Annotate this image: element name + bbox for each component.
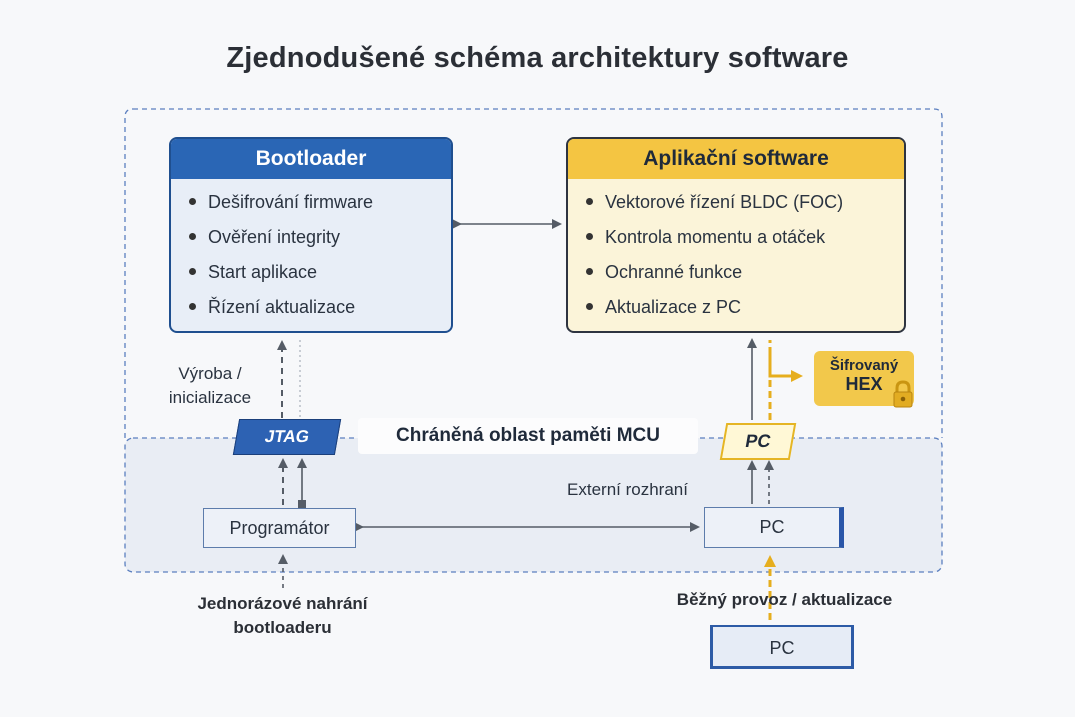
page-title: Zjednodušené schéma architektury softwar… xyxy=(226,42,849,74)
application-list: Vektorové řízení BLDC (FOC) Kontrola mom… xyxy=(568,179,904,325)
application-title: Aplikační software xyxy=(568,139,904,179)
protected-area-label: Chráněná oblast paměti MCU xyxy=(358,418,698,454)
pc-bottom-node: PC xyxy=(710,625,854,669)
list-item: Ochranné funkce xyxy=(586,255,904,290)
external-interface-label: Externí rozhraní xyxy=(567,480,688,499)
bullet-icon xyxy=(189,232,196,240)
manufacturing-label: Výroba / inicializace xyxy=(168,364,252,407)
list-item: Aktualizace z PC xyxy=(586,290,904,325)
bullet-icon xyxy=(189,302,196,310)
lock-icon xyxy=(893,380,913,408)
bootloader-list: Dešifrování firmware Ověření integrity S… xyxy=(171,179,451,325)
application-box: Aplikační software Vektorové řízení BLDC… xyxy=(566,137,906,333)
normal-operation-label: Běžný provoz / aktualizace xyxy=(676,590,893,609)
bullet-icon xyxy=(189,267,196,275)
jtag-node: JTAG xyxy=(232,419,342,455)
one-time-upload-label: Jednorázové nahrání bootloaderu xyxy=(197,594,368,637)
bootloader-box: Bootloader Dešifrování firmware Ověření … xyxy=(169,137,453,333)
software-region xyxy=(124,108,943,438)
list-item: Řízení aktualizace xyxy=(189,290,451,325)
programmer-node: Programátor xyxy=(203,508,356,548)
bullet-icon xyxy=(189,197,196,205)
list-item: Kontrola momentu a otáček xyxy=(586,220,904,255)
bullet-icon xyxy=(586,232,593,240)
list-item: Start aplikace xyxy=(189,255,451,290)
pc-external-node: PC xyxy=(704,507,844,548)
list-item: Vektorové řízení BLDC (FOC) xyxy=(586,185,904,220)
bullet-icon xyxy=(586,267,593,275)
pc-top-node: PC xyxy=(719,423,797,460)
bootloader-title: Bootloader xyxy=(171,139,451,179)
bullet-icon xyxy=(586,302,593,310)
list-item: Ověření integrity xyxy=(189,220,451,255)
mcu-protected-region xyxy=(124,437,943,573)
bullet-icon xyxy=(586,197,593,205)
list-item: Dešifrování firmware xyxy=(189,185,451,220)
